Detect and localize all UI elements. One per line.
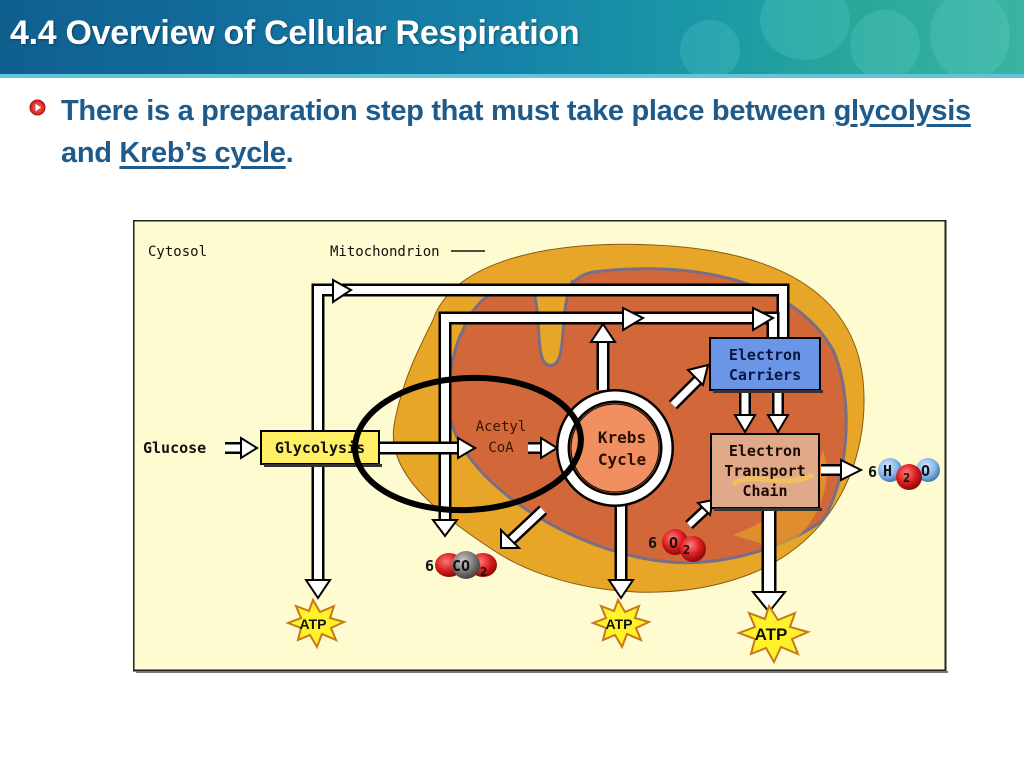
- co2-subscript: 2: [480, 565, 487, 579]
- hydrogen-atom: [878, 458, 902, 482]
- co2-molecule: 6 CO 2: [425, 551, 497, 579]
- o2-subscript: 2: [683, 543, 690, 557]
- arrow-head-right: [457, 436, 477, 460]
- arrow-head-up: [589, 322, 617, 343]
- atp-star-2: ATP: [590, 597, 652, 650]
- electron-transport-chain-box: Electron Transport Chain: [710, 433, 822, 511]
- header-texture: [760, 0, 850, 60]
- arrow-head-down: [304, 579, 332, 600]
- arrow-head-diagonal: [500, 527, 522, 549]
- header-texture: [850, 10, 920, 78]
- arrow-head-right: [240, 436, 259, 460]
- carbon-atom: [452, 551, 480, 579]
- o2-count: 6: [648, 534, 657, 552]
- arrow-head-right: [332, 278, 353, 304]
- glycolysis-box: Glycolysis: [260, 430, 382, 467]
- glucose-label: Glucose: [143, 439, 206, 457]
- cytosol-label: Cytosol: [148, 244, 207, 260]
- arrow-head-down: [750, 591, 788, 614]
- co2-count: 6: [425, 557, 434, 575]
- h2o-count: 6: [868, 463, 877, 481]
- highlight-ellipse: [352, 374, 584, 514]
- play-bullet-icon: [29, 99, 46, 116]
- atp-star-1: ATP: [285, 597, 347, 650]
- atp-label: ATP: [755, 625, 788, 644]
- mitochondrion-label: Mitochondrion: [330, 244, 440, 260]
- arrow-head-down: [431, 519, 459, 538]
- acetyl-label: Acetyl: [476, 419, 527, 435]
- bullet-point: There is a preparation step that must ta…: [61, 90, 1001, 174]
- krebs-cycle: Krebs Cycle: [556, 389, 674, 507]
- etc-label-1: Electron: [729, 442, 801, 460]
- krebs-label-1: Krebs: [598, 428, 646, 447]
- frame-shadow: [136, 671, 948, 673]
- arrow-head-down: [766, 414, 790, 434]
- h2o-o: O: [921, 462, 930, 480]
- co2-formula: CO: [452, 557, 470, 575]
- h2o-h: H: [883, 462, 892, 480]
- carriers-label-1: Electron: [729, 346, 801, 364]
- coa-label: CoA: [488, 440, 514, 456]
- o2-molecule: 6 O 2: [648, 529, 706, 562]
- etc-label-3: Chain: [742, 482, 787, 500]
- header-texture: [680, 20, 740, 78]
- bullet-text-after: .: [285, 137, 294, 169]
- atp-label: ATP: [300, 616, 327, 632]
- hydrogen-atom: [916, 458, 940, 482]
- h2o-subscript: 2: [903, 471, 910, 485]
- header-texture: [930, 0, 1010, 78]
- atp-label: ATP: [606, 616, 633, 632]
- arrow-head-right: [752, 306, 776, 332]
- atp-star-3: ATP: [736, 603, 811, 665]
- arrow-head-right: [540, 436, 559, 460]
- bullet-text-before: There is a preparation step that must ta…: [61, 95, 834, 127]
- electron-carriers-box: Electron Carriers: [709, 337, 823, 393]
- h2o-molecule: 6 H 2 O: [868, 458, 940, 490]
- cellular-respiration-diagram: Krebs Cycle Glycolysis Electron Carriers…: [133, 220, 948, 673]
- carriers-label-2: Carriers: [729, 366, 801, 384]
- krebs-label-2: Cycle: [598, 450, 646, 469]
- arrow-head-diagonal: [686, 363, 710, 387]
- arrow-head-right: [622, 306, 646, 332]
- cristae-fold: [733, 450, 827, 550]
- arrow-head-right: [840, 458, 864, 482]
- bullet-text-mid: and: [61, 137, 120, 169]
- slide-title: 4.4 Overview of Cellular Respiration: [10, 14, 580, 52]
- krebs-cycle-link[interactable]: Kreb’s cycle: [119, 137, 286, 169]
- oxygen-atom: [680, 536, 706, 562]
- slide-header: 4.4 Overview of Cellular Respiration: [0, 0, 1024, 78]
- glycolysis-label: Glycolysis: [275, 439, 365, 457]
- etc-label-2: Transport: [724, 462, 805, 480]
- header-divider: [0, 74, 1024, 78]
- arrow-head-down: [733, 414, 757, 434]
- arrow-head-down: [607, 579, 635, 600]
- oxygen-atom: [896, 464, 922, 490]
- arrow-heads: [240, 278, 864, 614]
- o2-formula: O: [669, 534, 678, 552]
- glycolysis-link[interactable]: glycolysis: [833, 95, 972, 127]
